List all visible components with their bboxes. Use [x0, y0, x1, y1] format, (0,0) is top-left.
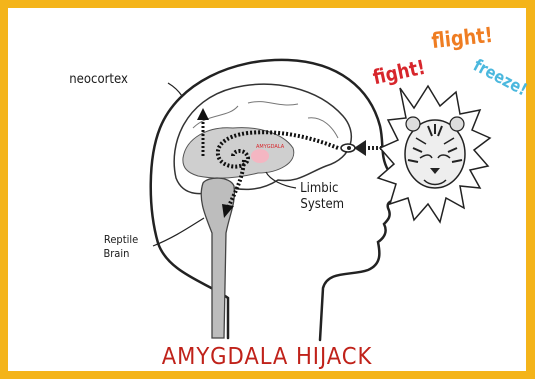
poster-title: AMYGDALA HIJACK [29, 344, 506, 370]
tiger-face-icon [405, 117, 465, 188]
eye-icon [341, 144, 355, 152]
reptile-brain-label-line1: Reptile [104, 233, 138, 246]
reptile-brain-label-line2: Brain [103, 247, 129, 260]
amygdala-spot [251, 149, 269, 163]
threat-arrowhead [354, 140, 366, 156]
neocortex-label: neocortex [69, 72, 128, 87]
reptile-pointer [153, 218, 204, 246]
diagram-drawing [8, 8, 526, 371]
limbic-system-label-line2: System [300, 197, 344, 212]
upward-arrowhead [197, 108, 209, 120]
amygdala-label: AMYGDALA [256, 144, 284, 150]
head-outline [151, 60, 402, 340]
neocortex-pointer [168, 83, 182, 96]
limbic-system-label-line1: Limbic [300, 181, 338, 196]
poster-frame: neocortex AMYGDALA Limbic System Reptile… [8, 8, 526, 371]
